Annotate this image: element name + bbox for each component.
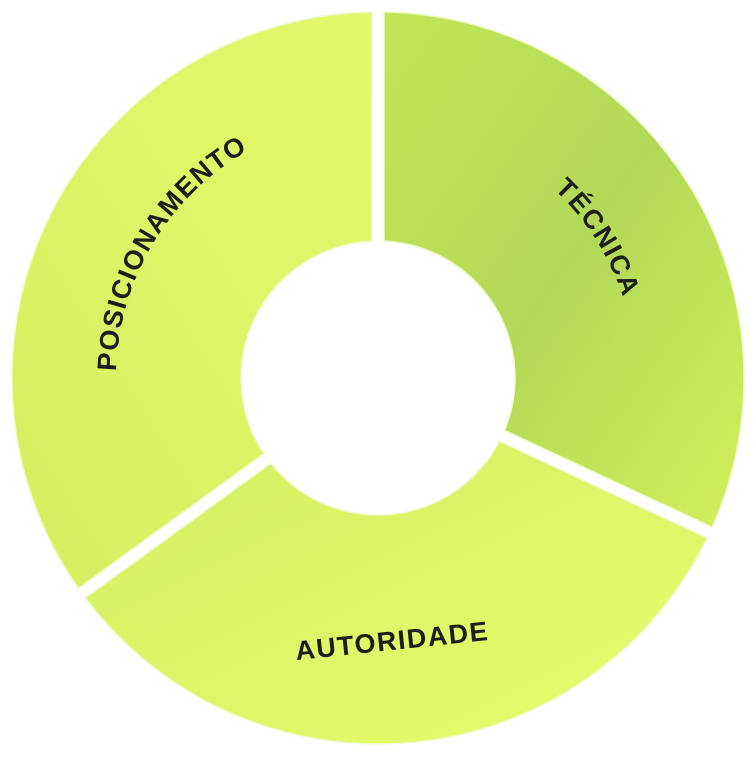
segment-posicionamento bbox=[11, 11, 373, 590]
segment-tecnica bbox=[383, 11, 745, 529]
segment-autoridade bbox=[84, 440, 709, 745]
